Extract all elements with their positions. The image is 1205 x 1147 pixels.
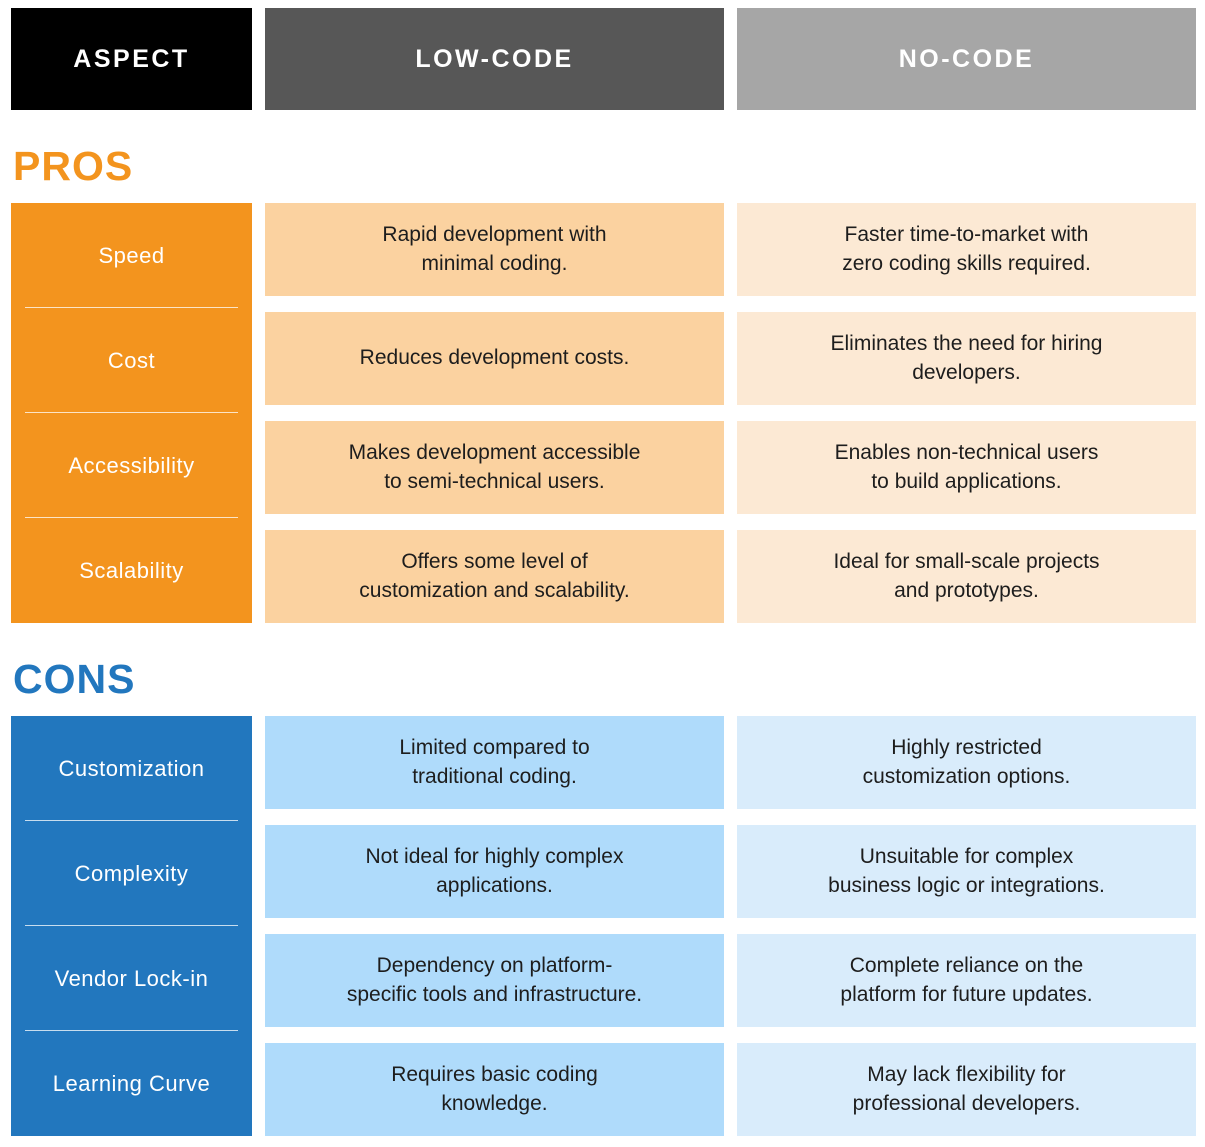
low-code-cell: Requires basic coding knowledge. [265,1043,724,1136]
no-code-cell: Eliminates the need for hiring developer… [737,312,1196,405]
pros-no-code-column: Faster time-to-market with zero coding s… [737,203,1196,623]
cons-heading: CONS [13,656,136,702]
cons-low-code-column: Limited compared to traditional coding. N… [265,716,724,1136]
aspect-cell: Accessibility [11,413,252,518]
no-code-cell: Faster time-to-market with zero coding s… [737,203,1196,296]
low-code-cell: Rapid development with minimal coding. [265,203,724,296]
cons-no-code-column: Highly restricted customization options.… [737,716,1196,1136]
pros-low-code-column: Rapid development with minimal coding. Re… [265,203,724,623]
low-code-cell: Limited compared to traditional coding. [265,716,724,809]
pros-heading: PROS [13,143,134,189]
low-code-cell: Makes development accessible to semi-tec… [265,421,724,514]
header-cell-no-code: NO-CODE [737,8,1196,110]
aspect-cell: Vendor Lock-in [11,926,252,1031]
low-code-cell: Offers some level of customization and s… [265,530,724,623]
table-header-row: ASPECT LOW-CODE NO-CODE [11,8,1196,110]
aspect-cell: Complexity [11,821,252,926]
low-code-cell: Dependency on platform- specific tools a… [265,934,724,1027]
low-code-cell: Not ideal for highly complex application… [265,825,724,918]
no-code-cell: May lack flexibility for professional de… [737,1043,1196,1136]
aspect-cell: Cost [11,308,252,413]
aspect-cell: Speed [11,203,252,308]
no-code-cell: Unsuitable for complex business logic or… [737,825,1196,918]
no-code-cell: Enables non-technical users to build app… [737,421,1196,514]
no-code-cell: Highly restricted customization options. [737,716,1196,809]
aspect-cell: Scalability [79,557,184,583]
aspect-cell: Learning Curve [52,1070,211,1096]
no-code-cell: Ideal for small-scale projects and proto… [737,530,1196,623]
header-cell-low-code: LOW-CODE [265,8,724,110]
no-code-cell: Complete reliance on the platform for fu… [737,934,1196,1027]
header-cell-aspect: ASPECT [11,8,252,110]
low-code-cell: Reduces development costs. [265,312,724,405]
aspect-cell: Customization [11,716,252,821]
